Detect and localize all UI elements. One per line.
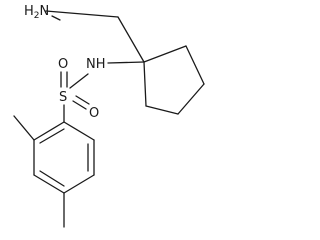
chemical-structure-diagram: H2N NH S O O xyxy=(13,4,205,228)
benzene-bond-6 xyxy=(63,121,95,141)
oxygen-lower-label: O xyxy=(89,106,99,121)
sulfur-label: S xyxy=(59,90,67,105)
bond-ortho-methyl xyxy=(13,115,35,141)
ring-bond-2 xyxy=(185,45,205,85)
bond-n-ch2 xyxy=(51,15,61,21)
bond-amine-ch2 xyxy=(45,10,119,18)
ring-bond-4 xyxy=(145,105,179,115)
benzene-inner-1 xyxy=(39,128,65,144)
oxygen-upper-label: O xyxy=(58,57,68,72)
nh-label: NH xyxy=(86,57,106,72)
benzene-bond-1 xyxy=(33,121,65,141)
benzene-inner-2 xyxy=(39,170,65,187)
benzene-bond-3 xyxy=(33,174,65,194)
benzene-bond-4 xyxy=(63,174,95,194)
bond-quaternary-nh xyxy=(107,61,145,64)
bond-s-o-lower-a xyxy=(72,100,87,110)
bond-s-o-lower-b xyxy=(75,95,90,105)
bond-nh-s xyxy=(69,73,89,89)
bond-ch2-quaternary xyxy=(117,16,145,63)
structure-canvas: H2N NH S O O xyxy=(13,4,205,228)
amine-label: H2N xyxy=(24,4,49,21)
ring-bond-5 xyxy=(143,61,147,107)
ring-bond-1 xyxy=(143,45,187,63)
ring-bond-3 xyxy=(177,83,205,115)
